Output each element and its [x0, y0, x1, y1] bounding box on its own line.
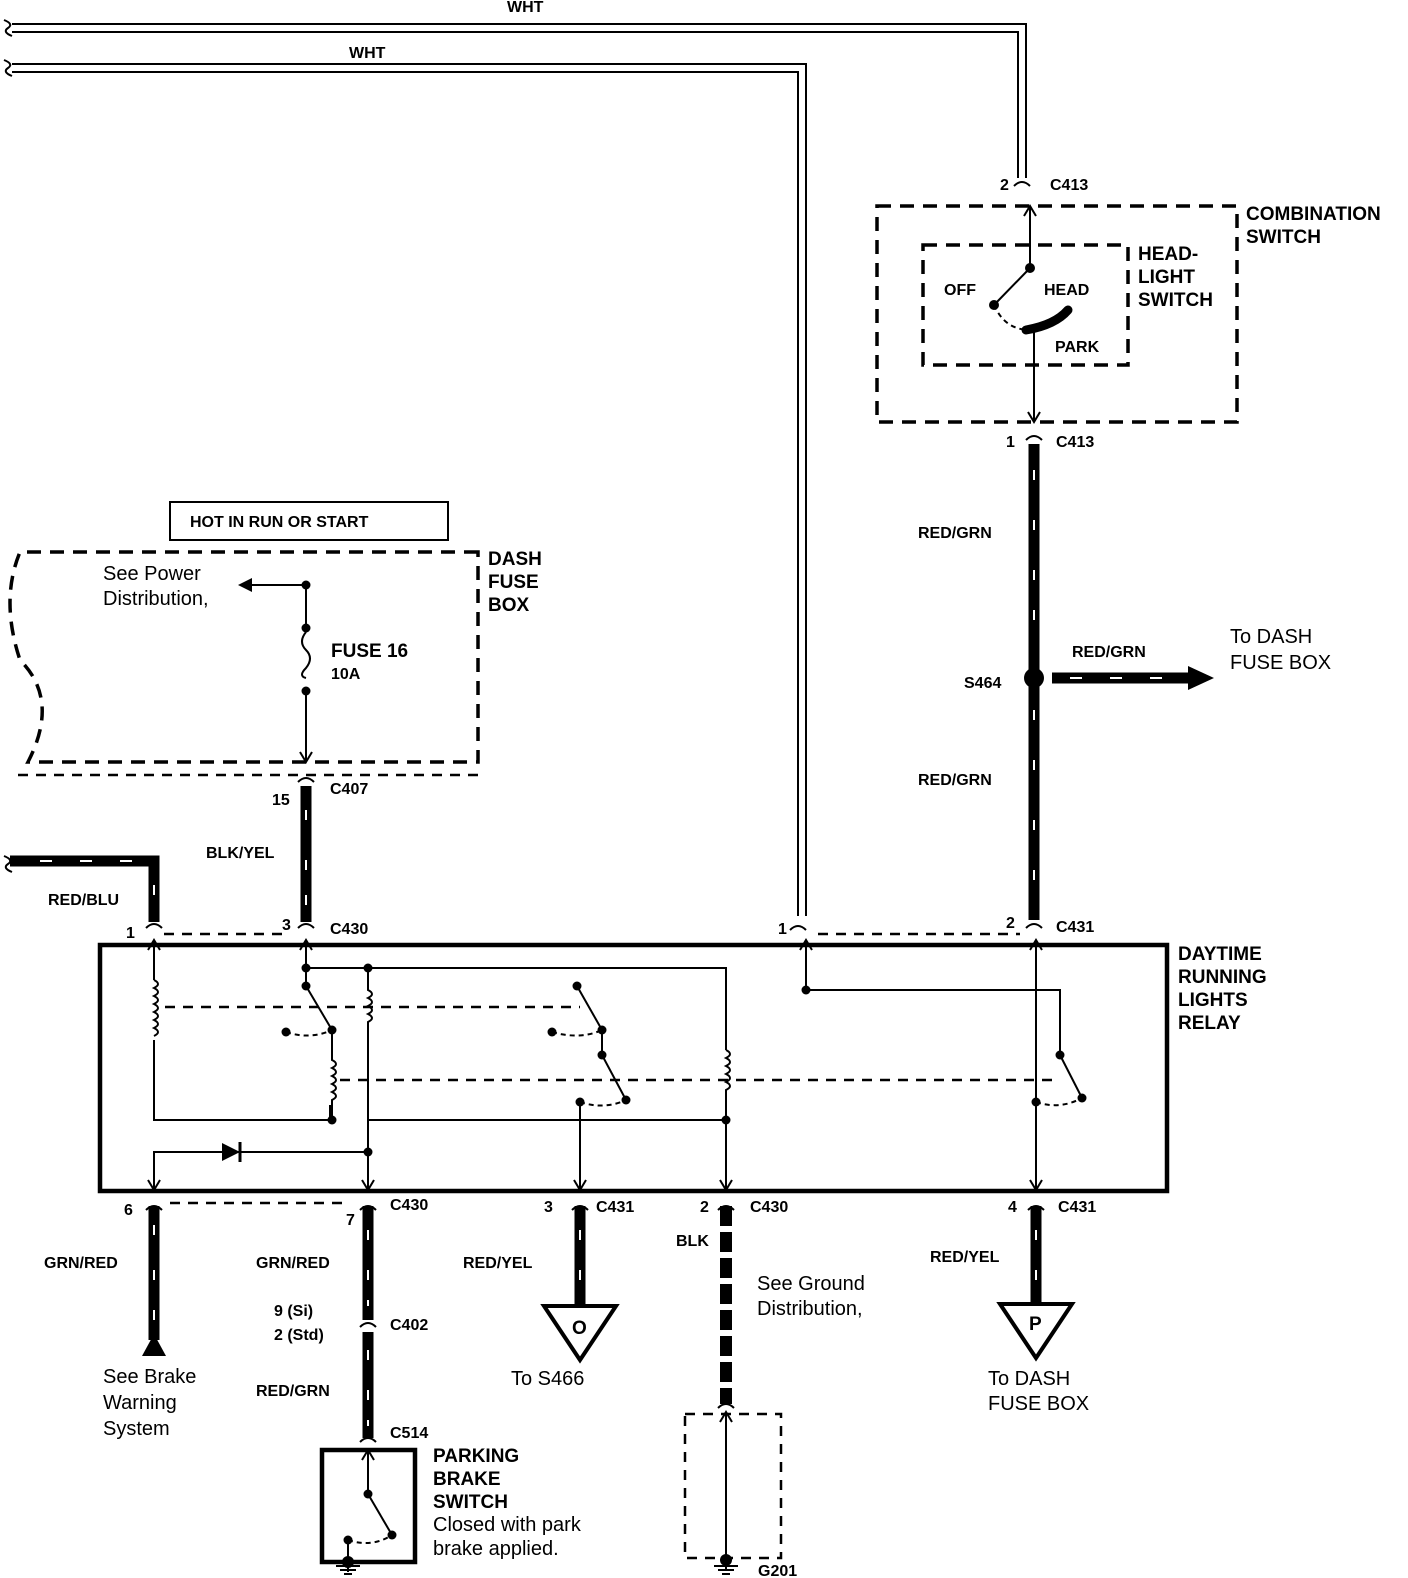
blk-yel-label: BLK/YEL	[206, 845, 275, 862]
relay-bottom-c431-b: C431	[1058, 1199, 1096, 1216]
c407-name: C407	[330, 781, 368, 798]
c402-name: C402	[390, 1317, 428, 1334]
red-grn-bottom-label: RED/GRN	[256, 1383, 330, 1400]
see-ground-line1: See Ground	[757, 1273, 865, 1295]
combination-switch: 2 C413 COMBINATION SWITCH HEAD- LIGHT SW…	[875, 177, 1381, 451]
red-grn-branch-label: RED/GRN	[1072, 644, 1146, 661]
blk-yel-red-blu-wires: BLK/YEL RED/BLU 1 3 C430 1 2 C431	[3, 786, 1094, 942]
relay-top-pin-1b: 1	[778, 921, 787, 938]
relay-top-pin-2: 2	[1006, 915, 1015, 932]
relay-bottom-pin-3: 3	[544, 1199, 553, 1216]
s464-label: S464	[964, 675, 1001, 692]
relay-title-2: RUNNING	[1178, 967, 1267, 988]
see-power-line2: Distribution,	[103, 588, 209, 610]
red-yel-right-label: RED/YEL	[930, 1249, 1000, 1266]
relay-title-1: DAYTIME	[1178, 944, 1262, 965]
relay-bottom-pin-6: 6	[124, 1202, 133, 1219]
relay-bottom-c431-a: C431	[596, 1199, 634, 1216]
ground-circuit: BLK See Ground Distribution, G201	[676, 1206, 865, 1578]
parking-brake-title-3: SWITCH	[433, 1492, 508, 1513]
dash-fuse-box-title-3: BOX	[488, 595, 530, 616]
switch-pos-park: PARK	[1055, 339, 1100, 356]
p-triangle	[996, 1302, 1076, 1362]
c402-pin-si: 9 (Si)	[274, 1303, 313, 1320]
parking-brake-note-2: brake applied.	[433, 1538, 559, 1560]
relay-bottom-pin-4: 4	[1008, 1199, 1017, 1216]
right-red-grn-wire: RED/GRN S464 RED/GRN RED/GRN To DASH FUS…	[918, 444, 1331, 920]
brake-warning-circuit: GRN/RED See Brake Warning System	[44, 1206, 196, 1440]
wht-wires: WHT WHT	[3, 0, 1027, 916]
dash-fuse-box-title-1: DASH	[488, 549, 542, 570]
parking-brake-note-1: Closed with park	[433, 1514, 582, 1536]
c413-top-name: C413	[1050, 177, 1088, 194]
s464-splice	[1024, 668, 1044, 688]
see-power-line1: See Power	[103, 563, 201, 585]
dash-fuse-box-title-2: FUSE	[488, 572, 539, 593]
relay-top-pin-1a: 1	[126, 925, 135, 942]
wht-lower-label: WHT	[349, 45, 386, 62]
parking-brake-circuit: GRN/RED 9 (Si) 2 (Std) C402 RED/GRN C514…	[256, 1206, 582, 1575]
s466-triangle	[540, 1304, 620, 1364]
relay-title-3: LIGHTS	[1178, 990, 1248, 1011]
see-brake-line1: See Brake	[103, 1366, 196, 1388]
bottom-connectors: 6 7 C430 3 C431 2 C430 4 C431	[124, 1197, 1096, 1229]
parking-brake-title-2: BRAKE	[433, 1469, 501, 1490]
relay-top-pin-3: 3	[282, 917, 291, 934]
headlight-switch-title-3: SWITCH	[1138, 290, 1213, 311]
grn-red-left-label: GRN/RED	[44, 1255, 118, 1272]
relay-bottom-c430-a: C430	[390, 1197, 428, 1214]
relay-bottom-c430-b: C430	[750, 1199, 788, 1216]
to-dash-fuse-bottom-line1: To DASH	[988, 1368, 1070, 1390]
switch-pos-head: HEAD	[1044, 282, 1089, 299]
to-s466-label: To S466	[511, 1368, 584, 1390]
c413-bottom-pin: 1	[1006, 434, 1015, 451]
hot-in-run-label: HOT IN RUN OR START	[190, 514, 369, 531]
c413-top-pin: 2	[1000, 177, 1009, 194]
relay-box	[97, 942, 1170, 1194]
see-brake-line2: Warning	[103, 1392, 177, 1414]
dtrl-relay: DAYTIME RUNNING LIGHTS RELAY	[97, 938, 1267, 1194]
red-yel-mid-label: RED/YEL	[463, 1255, 533, 1272]
red-grn-lower-label: RED/GRN	[918, 772, 992, 789]
relay-top-c431: C431	[1056, 919, 1094, 936]
grn-red-mid-label: GRN/RED	[256, 1255, 330, 1272]
blk-label: BLK	[676, 1233, 709, 1250]
c413-bottom-name: C413	[1056, 434, 1094, 451]
ground-box	[683, 1412, 783, 1560]
see-ground-line2: Distribution,	[757, 1298, 863, 1320]
c407-pin: 15	[272, 792, 290, 809]
combination-switch-box	[875, 204, 1239, 424]
fuse-16-rating: 10A	[331, 666, 361, 683]
red-grn-upper-label: RED/GRN	[918, 525, 992, 542]
wht-upper-label: WHT	[507, 0, 544, 16]
headlight-switch-box	[921, 243, 1130, 367]
relay-title-4: RELAY	[1178, 1013, 1241, 1034]
fuse-16-name: FUSE 16	[331, 641, 408, 662]
switch-pos-off: OFF	[944, 282, 976, 299]
p-symbol: P	[1029, 1314, 1042, 1335]
see-brake-line3: System	[103, 1418, 170, 1440]
to-dash-fuse-box-line2: FUSE BOX	[1230, 652, 1331, 674]
s466-symbol: O	[572, 1318, 587, 1339]
to-dash-fuse-box-line1: To DASH	[1230, 626, 1312, 648]
to-dash-fuse-bottom-line2: FUSE BOX	[988, 1393, 1089, 1415]
c402-pin-std: 2 (Std)	[274, 1327, 324, 1344]
parking-brake-title-1: PARKING	[433, 1446, 519, 1467]
relay-top-c430: C430	[330, 921, 368, 938]
red-blu-label: RED/BLU	[48, 892, 119, 909]
s466-circuit: O RED/YEL To S466	[463, 1206, 620, 1390]
dash-fuse-p-circuit: P RED/YEL To DASH FUSE BOX	[930, 1206, 1089, 1415]
g201-label: G201	[758, 1563, 797, 1578]
relay-bottom-pin-2: 2	[700, 1199, 709, 1216]
hot-in-run-box	[169, 501, 449, 541]
dash-fuse-box: HOT IN RUN OR START DASH FUSE BOX See Po…	[8, 501, 542, 809]
headlight-switch-title-2: LIGHT	[1138, 267, 1195, 288]
c514-name: C514	[390, 1425, 428, 1442]
relay-bottom-pin-7: 7	[346, 1212, 355, 1229]
combination-switch-title-2: SWITCH	[1246, 227, 1321, 248]
headlight-switch-title-1: HEAD-	[1138, 244, 1198, 265]
combination-switch-title-1: COMBINATION	[1246, 204, 1381, 225]
